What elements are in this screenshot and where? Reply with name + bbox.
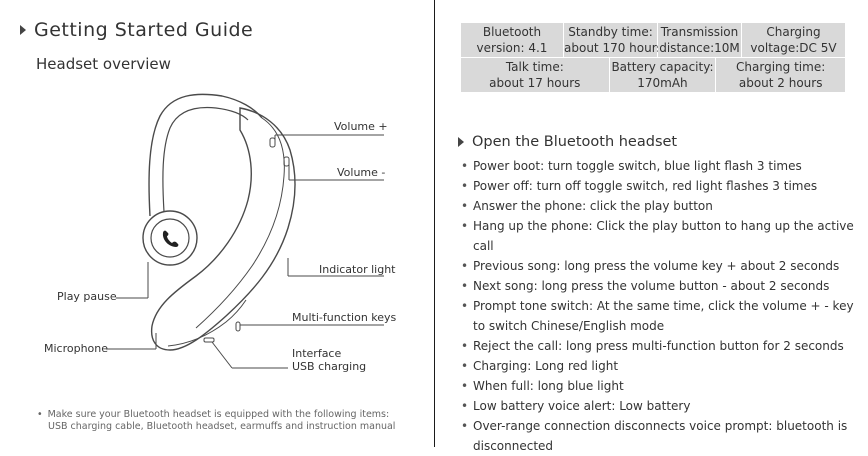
guide-title-text: Getting Started Guide — [34, 19, 254, 41]
footnote-line-2: USB charging cable, Bluetooth headset, e… — [48, 421, 396, 432]
list-item: Reject the call: long press multi-functi… — [461, 336, 866, 356]
spec-cell-charging-time: Charging time: about 2 hours — [716, 58, 845, 92]
spec-cell-battery-capacity: Battery capacity: 170mAh — [609, 58, 716, 92]
callout-volume-minus: Volume - — [337, 166, 386, 179]
volume-plus-button — [269, 137, 276, 148]
right-page: Bluetooth version: 4.1 Standby time: abo… — [435, 0, 868, 453]
footnote-line-1: •Make sure your Bluetooth headset is equ… — [37, 409, 390, 420]
multifunction-key — [235, 321, 241, 332]
caret-right-icon — [458, 137, 464, 147]
instruction-list: Power boot: turn toggle switch, blue lig… — [461, 156, 866, 456]
callout-usb-charging: USB charging — [292, 360, 367, 373]
section-title: Open the Bluetooth headset — [458, 134, 677, 150]
headset-bottom-curve — [167, 299, 247, 347]
phone-icon — [162, 230, 179, 247]
callout-indicator-light: Indicator light — [319, 263, 396, 276]
guide-title: Getting Started Guide — [20, 19, 253, 41]
spec-cell-charging-voltage: Charging voltage:DC 5V — [742, 23, 845, 57]
interface-leader — [211, 341, 233, 369]
list-item: Hang up the phone: Click the play button… — [461, 216, 866, 256]
spec-table: Bluetooth version: 4.1 Standby time: abo… — [461, 23, 845, 93]
spec-row-2: Talk time: about 17 hours Battery capaci… — [461, 58, 845, 92]
list-item: Over-range connection disconnects voice … — [461, 416, 866, 456]
callout-multifunction-keys: Multi-function keys — [292, 311, 397, 324]
headset-body-outline — [150, 107, 296, 351]
bullet-icon: • — [37, 409, 43, 420]
spec-row-1: Bluetooth version: 4.1 Standby time: abo… — [461, 23, 845, 57]
spec-cell-standby-time: Standby time: about 170 hours — [564, 23, 663, 57]
callout-volume-plus: Volume + — [334, 120, 388, 133]
list-item: Prompt tone switch: At the same time, cl… — [461, 296, 866, 336]
headset-overview-title: Headset overview — [36, 55, 171, 73]
list-item: Previous song: long press the volume key… — [461, 256, 866, 276]
ear-hook-outline — [148, 93, 263, 217]
spec-cell-bluetooth-version: Bluetooth version: 4.1 — [461, 23, 563, 57]
section-title-text: Open the Bluetooth headset — [472, 134, 678, 150]
list-item: Charging: Long red light — [461, 356, 866, 376]
list-item: Power boot: turn toggle switch, blue lig… — [461, 156, 866, 176]
headset-diagram — [106, 93, 384, 369]
page-divider — [434, 0, 435, 447]
list-item: When full: long blue light — [461, 376, 866, 396]
usb-port — [203, 337, 215, 343]
list-item: Low battery voice alert: Low battery — [461, 396, 866, 416]
list-item: Answer the phone: click the play button — [461, 196, 866, 216]
ear-hook-inner — [162, 106, 249, 213]
caret-right-icon — [20, 25, 26, 35]
callout-microphone: Microphone — [44, 342, 109, 355]
spec-cell-transmission-distance: Transmission distance:10M — [658, 23, 741, 57]
spec-cell-talk-time: Talk time: about 17 hours — [461, 58, 609, 92]
callout-interface: Interface — [292, 347, 342, 360]
list-item: Next song: long press the volume button … — [461, 276, 866, 296]
left-page: Getting Started Guide Headset overview — [0, 0, 434, 447]
footnote: •Make sure your Bluetooth headset is equ… — [37, 409, 395, 433]
list-item: Power off: turn off toggle switch, red l… — [461, 176, 866, 196]
callout-play-pause: Play pause — [57, 290, 117, 303]
headset-body-edge — [195, 117, 285, 329]
earpiece-inner — [150, 218, 190, 258]
